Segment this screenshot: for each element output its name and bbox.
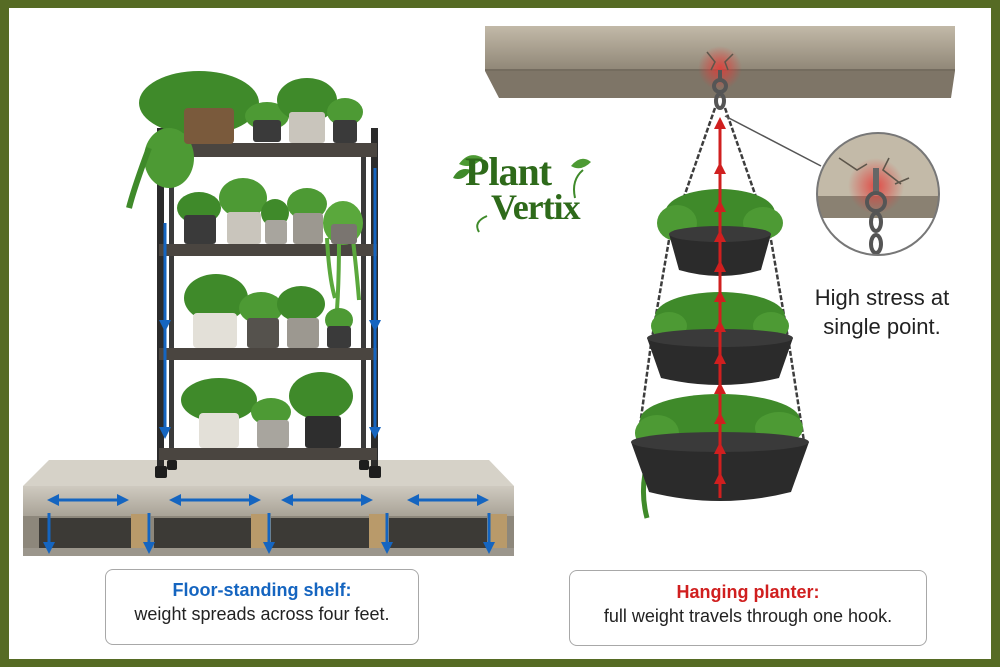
ceiling-beam: [485, 26, 955, 98]
callout-leader: [724, 115, 822, 167]
shelf-plants: [126, 71, 363, 448]
diagram-frame: Plant Vertix High stress at single point…: [9, 8, 991, 659]
magnifier-callout: [816, 132, 940, 256]
potted-plant-icon: [277, 286, 325, 348]
ceiling-hook-icon: [712, 70, 728, 110]
potted-plant-icon: [323, 201, 363, 311]
diagram-scene: [23, 26, 955, 556]
shelf-load-arrows: [159, 168, 381, 439]
plantvertix-logo: Plant Vertix: [447, 146, 597, 236]
hanging-planter-caption-title: Hanging planter:: [676, 582, 820, 602]
floor-shelf-caption-title: Floor-standing shelf:: [172, 580, 352, 600]
potted-plant-icon: [126, 71, 259, 209]
floor-down-arrows: [43, 513, 495, 554]
potted-plant-icon: [287, 188, 327, 244]
potted-plant-icon: [277, 78, 337, 143]
hanging-planter-caption-body: full weight travels through one hook.: [603, 606, 893, 626]
potted-plant-icon: [261, 199, 289, 244]
stress-callout-text: High stress at single point.: [814, 285, 950, 339]
potted-plant-icon: [239, 292, 283, 348]
floor-shelf-caption-body: weight spreads across four feet.: [134, 604, 390, 624]
potted-plant-icon: [327, 98, 363, 143]
potted-plant-icon: [251, 398, 291, 448]
logo-line2: Vertix: [491, 187, 581, 227]
potted-plant-icon: [325, 308, 353, 348]
potted-plant-icon: [184, 274, 248, 348]
floor-shelf-caption: Floor-standing shelf: weight spreads acr…: [105, 569, 419, 645]
potted-plant-icon: [289, 372, 353, 448]
potted-plant-icon: [181, 378, 257, 448]
potted-plant-icon: [219, 178, 267, 244]
potted-plant-icon: [245, 102, 289, 142]
potted-plant-icon: [177, 192, 221, 244]
logo-line1: Plant: [465, 149, 552, 194]
hanging-planter-caption: Hanging planter: full weight travels thr…: [569, 570, 927, 646]
leaf-icon: [453, 155, 591, 233]
